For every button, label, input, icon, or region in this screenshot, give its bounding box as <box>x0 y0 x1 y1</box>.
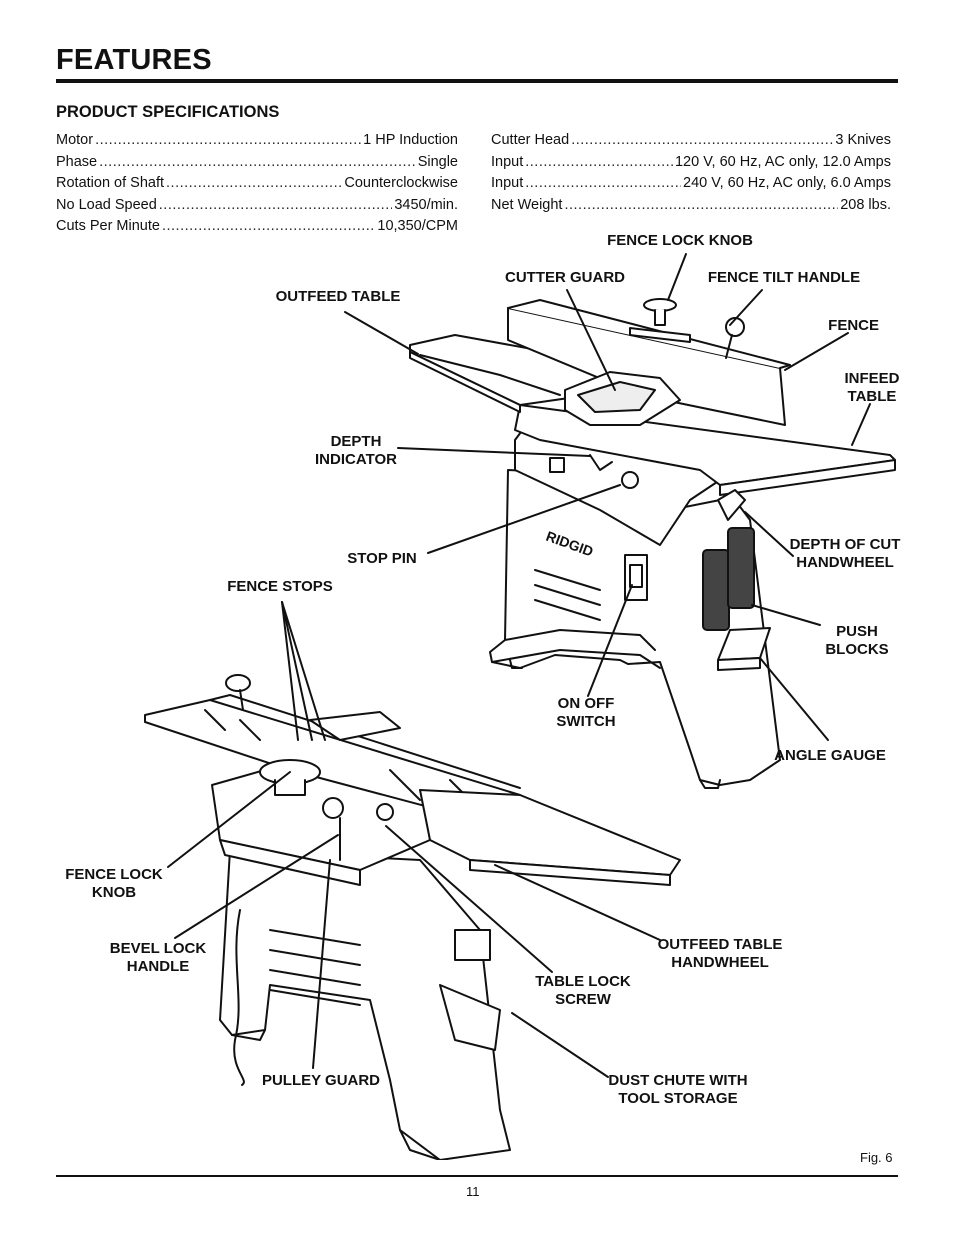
callout-on-off-line1: ON OFF <box>558 695 615 712</box>
spec-value: 10,350/CPM <box>377 218 458 235</box>
spec-value: 240 V, 60 Hz, AC only, 6.0 Amps <box>683 175 891 192</box>
spec-label: Input <box>491 153 524 170</box>
callout-depth-of-cut-line1: DEPTH OF CUT <box>790 536 901 553</box>
leader-dots <box>525 152 673 174</box>
lower-jointer-illustration <box>144 674 681 1160</box>
spec-row: Rotation of Shaft Counterclockwise <box>56 173 458 195</box>
callout-fence-stops: FENCE STOPS <box>227 578 333 595</box>
callout-bevel-lock-line2: HANDLE <box>127 958 190 975</box>
spec-value: 120 V, 60 Hz, AC only, 12.0 Amps <box>674 153 891 170</box>
leader-dots <box>166 173 342 195</box>
spec-row: Input 120 V, 60 Hz, AC only, 12.0 Amps <box>491 152 891 174</box>
callout-push-blocks-line2: BLOCKS <box>825 641 888 658</box>
specs-left-column: Motor 1 HP Induction Phase Single Rotati… <box>56 130 458 238</box>
callout-on-off-line2: SWITCH <box>556 713 615 730</box>
spec-label: No Load Speed <box>56 196 157 213</box>
callout-infeed-table-line2: TABLE <box>848 388 897 405</box>
footer-rule <box>56 1175 898 1177</box>
callout-depth-of-cut-line2: HANDWHEEL <box>796 554 894 571</box>
callout-stop-pin: STOP PIN <box>347 550 416 567</box>
title-rule <box>56 79 898 83</box>
page-title: FEATURES <box>56 44 212 76</box>
spec-row: Motor 1 HP Induction <box>56 130 458 152</box>
leader-dots <box>525 173 681 195</box>
section-title: PRODUCT SPECIFICATIONS <box>56 103 280 121</box>
spec-label: Net Weight <box>491 196 563 213</box>
spec-label: Motor <box>56 132 94 148</box>
callout-table-lock-line1: TABLE LOCK <box>535 973 631 990</box>
callout-outfeed-handwheel-line2: HANDWHEEL <box>671 954 769 971</box>
leader-dots <box>571 130 833 152</box>
spec-row: Net Weight 208 lbs. <box>491 195 891 217</box>
callout-push-blocks-line1: PUSH <box>836 623 878 640</box>
spec-row: Cuts Per Minute 10,350/CPM <box>56 216 458 238</box>
callout-fence: FENCE <box>828 317 879 334</box>
callout-fence-lock-knob-line2: KNOB <box>92 884 136 901</box>
spec-label: Cuts Per Minute <box>56 218 160 235</box>
spec-row: Phase Single <box>56 152 458 174</box>
specs-right-column: Cutter Head 3 Knives Input 120 V, 60 Hz,… <box>491 130 891 216</box>
callout-fence-lock-knob-top: FENCE LOCK KNOB <box>607 232 753 249</box>
spec-value: Counterclockwise <box>344 175 458 192</box>
spec-value: 3450/min. <box>394 196 458 213</box>
spec-row: Cutter Head 3 Knives <box>491 130 891 152</box>
leader-dots <box>95 130 361 152</box>
spec-label: Input <box>491 175 524 192</box>
callout-labels: FENCE LOCK KNOB CUTTER GUARD FENCE TILT … <box>65 232 900 1107</box>
leader-lines <box>167 253 871 1078</box>
page-number: 11 <box>466 1184 480 1199</box>
spec-value: 3 Knives <box>835 132 891 148</box>
spec-row: No Load Speed 3450/min. <box>56 195 458 217</box>
callout-dust-chute-line1: DUST CHUTE WITH <box>608 1072 747 1089</box>
spec-value: Single <box>417 153 458 170</box>
upper-jointer-illustration: RIDGID <box>409 298 896 789</box>
callout-outfeed-table: OUTFEED TABLE <box>276 288 401 305</box>
leader-dots <box>99 152 416 174</box>
leader-dots <box>564 195 838 217</box>
callout-outfeed-handwheel-line1: OUTFEED TABLE <box>658 936 783 953</box>
spec-value: 208 lbs. <box>840 196 891 213</box>
callout-depth-indicator-line2: INDICATOR <box>315 451 397 468</box>
callout-infeed-table-line1: INFEED <box>844 370 899 387</box>
spec-label: Rotation of Shaft <box>56 175 165 192</box>
jointer-diagram: RIDGID <box>65 232 900 1160</box>
spec-row: Input 240 V, 60 Hz, AC only, 6.0 Amps <box>491 173 891 195</box>
callout-bevel-lock-line1: BEVEL LOCK <box>110 940 207 957</box>
callout-dust-chute-line2: TOOL STORAGE <box>618 1090 737 1107</box>
callout-pulley-guard: PULLEY GUARD <box>262 1072 380 1089</box>
spec-value: 1 HP Induction <box>363 132 458 148</box>
spec-label: Cutter Head <box>491 132 570 148</box>
callout-angle-gauge: ANGLE GAUGE <box>774 747 886 764</box>
callout-fence-tilt-handle: FENCE TILT HANDLE <box>708 269 860 286</box>
callout-table-lock-line2: SCREW <box>555 991 612 1008</box>
figure-label: Fig. 6 <box>860 1150 893 1165</box>
leader-dots <box>159 195 393 217</box>
spec-label: Phase <box>56 153 98 170</box>
callout-depth-indicator-line1: DEPTH <box>331 433 382 450</box>
callout-fence-lock-knob-line1: FENCE LOCK <box>65 866 163 883</box>
callout-cutter-guard: CUTTER GUARD <box>505 269 625 286</box>
